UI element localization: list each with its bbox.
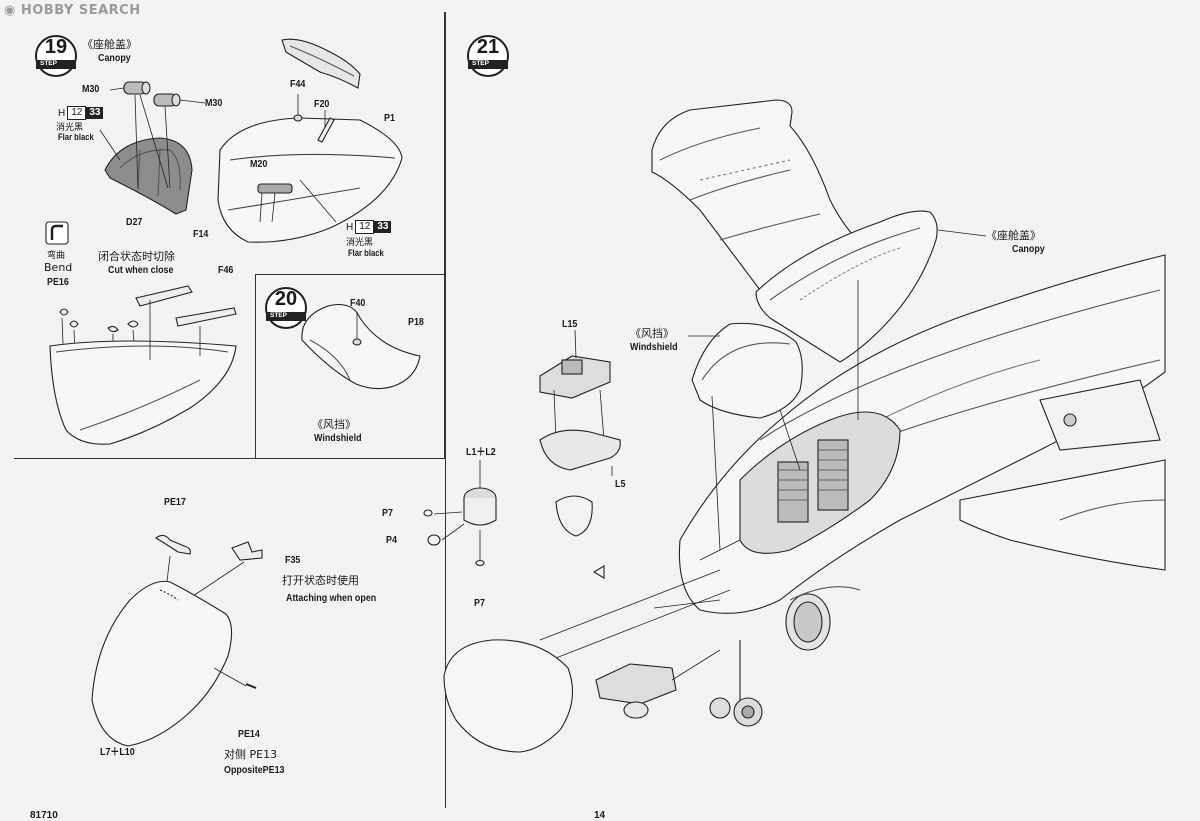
aircraft-wing bbox=[651, 99, 882, 291]
step-21-panel bbox=[445, 12, 1186, 808]
label-f20: F20 bbox=[314, 98, 330, 110]
step-21-word: STEP bbox=[472, 60, 489, 67]
step-19-word: STEP bbox=[40, 60, 57, 67]
nose-gear bbox=[709, 640, 763, 727]
step-19-number: 19 bbox=[44, 36, 68, 58]
label-p4: P4 bbox=[386, 534, 397, 546]
paint-callout-b: H 12 33 bbox=[346, 220, 392, 234]
d27-part bbox=[104, 137, 193, 215]
pe17-f35-parts bbox=[155, 534, 263, 599]
paint-a-cn: 消光黑 bbox=[56, 123, 84, 133]
label-m20: M20 bbox=[250, 158, 268, 170]
l5-lower-shell bbox=[555, 495, 593, 537]
paint-b-en: Flar black bbox=[348, 248, 384, 258]
label-m30-a: M30 bbox=[82, 83, 100, 95]
page-number: 14 bbox=[594, 810, 606, 821]
paint-callout-a: H 12 33 bbox=[58, 106, 104, 120]
paint-b-cn: 消光黑 bbox=[346, 238, 374, 248]
cockpit-interior bbox=[739, 411, 901, 554]
label-f14: F14 bbox=[193, 228, 209, 240]
step-19-panel bbox=[14, 12, 445, 459]
label-p7-a: P7 bbox=[382, 507, 393, 519]
attach-label-cn: 打开状态时使用 bbox=[282, 574, 359, 587]
label-l5: L5 bbox=[615, 478, 626, 490]
label-d27: D27 bbox=[126, 216, 143, 228]
label-pe16: PE16 bbox=[47, 276, 69, 288]
step-21-canopy-en: Canopy bbox=[1012, 243, 1045, 255]
bend-label-en: Bend bbox=[44, 261, 73, 274]
step-20-number: 20 bbox=[274, 288, 298, 310]
label-p7-b: P7 bbox=[474, 597, 485, 609]
step-21-windshield-en: Windshield bbox=[630, 341, 678, 353]
label-f46: F46 bbox=[218, 264, 234, 276]
f20-f44-bits bbox=[293, 94, 335, 143]
step-19-title-en: Canopy bbox=[98, 52, 131, 64]
step21-front-canopy bbox=[443, 569, 731, 753]
l15-part bbox=[539, 329, 611, 441]
step-20-title-en: Windshield bbox=[314, 432, 362, 444]
step-21-badge: 21 STEP bbox=[466, 34, 510, 78]
windshield-p18 bbox=[301, 303, 421, 390]
bend-icon bbox=[45, 221, 69, 245]
label-l1-l2: L1＋L2 bbox=[466, 446, 496, 458]
m30-leader-lines bbox=[99, 87, 206, 189]
p1-canopy-frame bbox=[217, 117, 403, 243]
label-f40: F40 bbox=[350, 297, 366, 309]
step-19-badge: 19 STEP bbox=[34, 34, 78, 78]
cut-label-cn: 闭合状态时切除 bbox=[98, 250, 175, 263]
lower-canopy-body bbox=[49, 300, 237, 445]
l5-part bbox=[539, 429, 621, 476]
direction-arrow-icon bbox=[592, 565, 605, 579]
f46-strip bbox=[175, 307, 237, 327]
hobby-search-watermark: ◉ HOBBY SEARCH bbox=[4, 3, 141, 18]
step-20-badge: 20 STEP bbox=[264, 286, 308, 330]
label-l7-l10: L7＋L10 bbox=[100, 746, 135, 758]
step21-lower-pod bbox=[595, 649, 721, 719]
watermark-logo-icon: ◉ bbox=[4, 3, 16, 18]
step-21-canopy-cn: 《座舱盖》 bbox=[986, 229, 1041, 242]
cut-label-en: Cut when close bbox=[108, 264, 174, 276]
f14-strip bbox=[135, 285, 193, 307]
paint-a-en: Flar black bbox=[58, 132, 94, 142]
step-20-word: STEP bbox=[270, 312, 287, 319]
step21-windshield bbox=[688, 322, 803, 551]
m20-part bbox=[257, 179, 337, 223]
step21-canopy bbox=[755, 210, 987, 420]
step21-leader-lines bbox=[653, 539, 741, 609]
product-code: 81710 bbox=[30, 810, 58, 821]
opposite-label-en: OppositePE13 bbox=[224, 764, 285, 776]
engine-intake bbox=[785, 586, 861, 651]
m30-parts bbox=[123, 81, 181, 107]
step-20-title-cn: 《风挡》 bbox=[312, 418, 356, 431]
l7-l10-canopy bbox=[91, 580, 257, 747]
step-20-panel bbox=[255, 274, 445, 459]
label-f35: F35 bbox=[285, 554, 301, 566]
f44-frame bbox=[281, 38, 361, 89]
label-p18: P18 bbox=[408, 316, 424, 328]
label-l15: L15 bbox=[562, 318, 578, 330]
label-pe17: PE17 bbox=[164, 496, 186, 508]
l1-l2-part bbox=[423, 460, 497, 567]
attach-label-en: Attaching when open bbox=[286, 592, 377, 604]
step-21-windshield-cn: 《风挡》 bbox=[630, 327, 674, 340]
label-pe14: PE14 bbox=[238, 728, 260, 740]
step-21-number: 21 bbox=[476, 36, 500, 58]
label-f44: F44 bbox=[290, 78, 306, 90]
aircraft-tail bbox=[1039, 379, 1161, 451]
opposite-label-cn: 对侧 PE13 bbox=[224, 748, 278, 761]
step-19-title-cn: 《座舱盖》 bbox=[82, 38, 137, 51]
label-m30-b: M30 bbox=[205, 97, 223, 109]
aircraft-right-wing bbox=[959, 459, 1166, 571]
bend-label-cn: 弯曲 bbox=[47, 251, 66, 261]
label-p1: P1 bbox=[384, 112, 395, 124]
